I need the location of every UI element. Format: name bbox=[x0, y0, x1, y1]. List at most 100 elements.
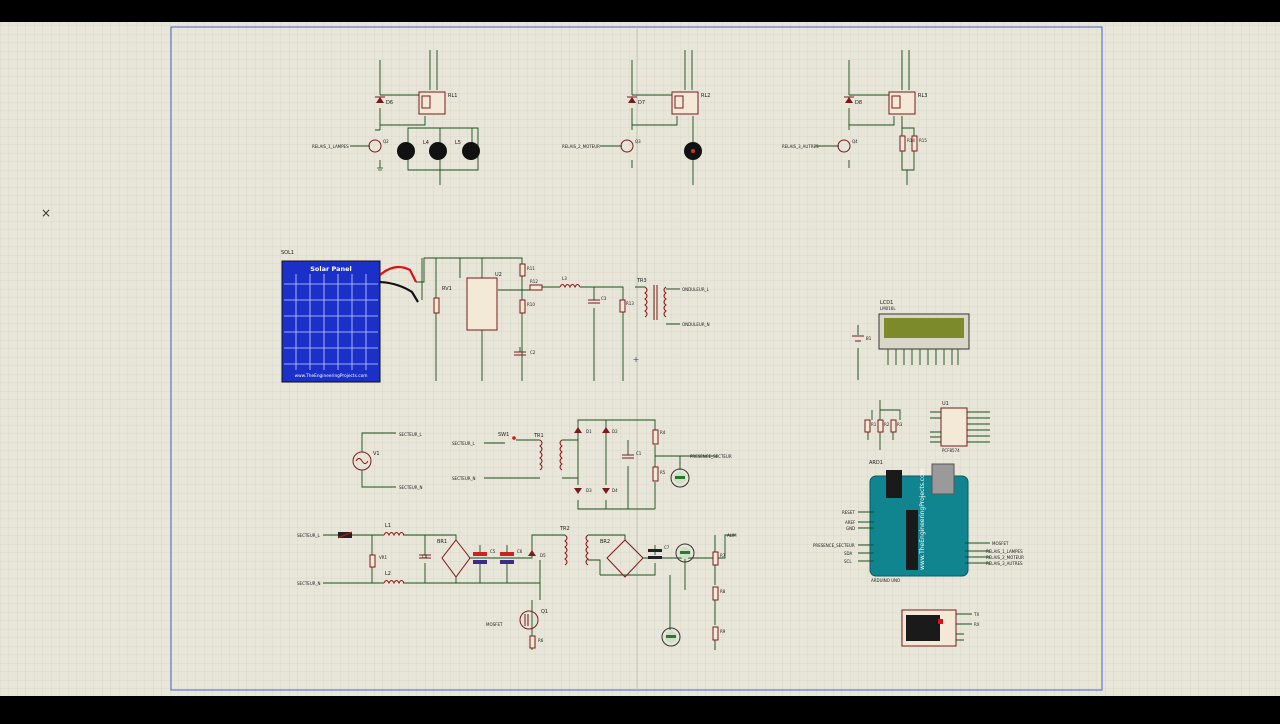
module-pin-label: RX bbox=[974, 622, 980, 627]
sense-in-n: SECTEUR_N bbox=[452, 476, 476, 481]
transistor-icon bbox=[620, 139, 634, 153]
sheet-border bbox=[170, 26, 1103, 691]
arduino-pin-label: RELAIS_3_AUTRES bbox=[986, 561, 1023, 566]
voltmeter-icon[interactable] bbox=[675, 543, 695, 563]
lamp-icon[interactable] bbox=[397, 142, 415, 160]
solar-panel[interactable] bbox=[281, 260, 381, 383]
relay1-diode-label: D6 bbox=[386, 100, 393, 106]
diode-label: D2 bbox=[612, 429, 618, 434]
bridge-rectifier-icon[interactable] bbox=[441, 539, 471, 578]
letterbox-top bbox=[0, 0, 1280, 22]
diode-icon bbox=[574, 427, 582, 433]
varistor-label: VR1 bbox=[379, 555, 388, 560]
ic-chip[interactable] bbox=[466, 277, 498, 331]
transformer-icon[interactable] bbox=[564, 534, 589, 566]
presence-label: PRESENCE_SECTEUR bbox=[690, 454, 732, 459]
relay1-load-label: L5 bbox=[455, 140, 461, 146]
resistor[interactable] bbox=[890, 419, 897, 433]
mains-sense-block[interactable]: V1 SECTEUR_L SECTEUR_N SECTEUR_L SECTEUR… bbox=[352, 419, 732, 510]
relay-block-3[interactable]: D8 RL3 Q4 RELAIS_3_AUTRES R14 R15 bbox=[782, 50, 927, 185]
relay2-input-label: RELAIS_2_MOTEUR bbox=[562, 144, 600, 149]
relay1-transistor-label: Q2 bbox=[383, 139, 389, 144]
resistor[interactable] bbox=[911, 135, 918, 152]
resistor[interactable] bbox=[619, 299, 626, 313]
relay3-input-label: RELAIS_3_AUTRES bbox=[782, 144, 819, 149]
black-lead bbox=[379, 280, 419, 303]
arduino-block[interactable]: ARD1 www.TheEngineeringProjects.com ARDU… bbox=[813, 460, 1024, 583]
letterbox-bottom bbox=[0, 696, 1280, 720]
arduino-pin-label: PRESENCE_SECTEUR bbox=[813, 543, 855, 548]
relay2-transistor-label: Q3 bbox=[635, 139, 641, 144]
io-expander-block[interactable]: U1 PCF8574 R1 R2 R3 bbox=[864, 400, 990, 453]
relay3-load-label: R15 bbox=[919, 138, 927, 143]
capacitor-icon bbox=[419, 554, 431, 559]
resistor[interactable] bbox=[877, 419, 884, 433]
transformer-icon[interactable] bbox=[644, 286, 667, 318]
usb-port bbox=[931, 463, 955, 495]
transformer-icon[interactable] bbox=[539, 439, 563, 471]
switch-icon[interactable] bbox=[512, 436, 516, 440]
resistor[interactable] bbox=[652, 429, 659, 445]
resistor-label: R3 bbox=[897, 422, 903, 427]
power-supply-block[interactable]: SECTEUR_L SECTEUR_N L1 L2 VR1 C4 BR1 C5 … bbox=[297, 523, 737, 650]
ammeter-icon[interactable] bbox=[661, 627, 681, 647]
source-n-label: SECTEUR_N bbox=[399, 485, 423, 490]
resistor[interactable] bbox=[529, 284, 543, 291]
arduino-pin-label: GND bbox=[846, 526, 855, 531]
resistor-label: R7 bbox=[720, 553, 726, 558]
serial-module-block[interactable]: TX RX bbox=[901, 609, 980, 647]
relay1-coil[interactable] bbox=[418, 91, 446, 115]
probe-meter-icon[interactable] bbox=[670, 468, 690, 488]
potentiometer[interactable] bbox=[433, 297, 440, 314]
arduino-board[interactable] bbox=[869, 475, 969, 577]
resistor-label: R8 bbox=[720, 589, 726, 594]
resistor[interactable] bbox=[712, 586, 719, 601]
resistor[interactable] bbox=[864, 419, 871, 433]
transformer-label: TR1 bbox=[533, 433, 544, 439]
resistor[interactable] bbox=[899, 135, 906, 152]
capacitor-icon[interactable] bbox=[648, 549, 662, 552]
relay2-coil[interactable] bbox=[671, 91, 699, 115]
resistor[interactable] bbox=[529, 635, 536, 649]
diode-label: D5 bbox=[540, 553, 546, 558]
inductor-icon bbox=[383, 532, 405, 537]
bridge-label: BR2 bbox=[600, 539, 610, 545]
lamp-icon[interactable] bbox=[462, 142, 480, 160]
expander-chip[interactable] bbox=[940, 407, 968, 447]
resistor[interactable] bbox=[519, 263, 526, 277]
diode-icon bbox=[628, 97, 636, 103]
bridge-label: BR1 bbox=[437, 539, 447, 545]
resistor[interactable] bbox=[652, 466, 659, 482]
lamp-icon[interactable] bbox=[429, 142, 447, 160]
module-pin-label: TX bbox=[973, 612, 979, 617]
resistor[interactable] bbox=[712, 626, 719, 641]
cap-label: C7 bbox=[664, 545, 670, 550]
arduino-pin-label: SDA bbox=[844, 551, 853, 556]
resistor[interactable] bbox=[712, 551, 719, 566]
resistor-label: R4 bbox=[660, 430, 666, 435]
alim-label: ALIM bbox=[727, 533, 737, 538]
mosfet-icon[interactable] bbox=[519, 610, 539, 630]
lcd-block[interactable]: LCD1 LM016L B1 bbox=[852, 300, 970, 380]
capacitor-icon[interactable] bbox=[500, 552, 514, 556]
transistor-icon bbox=[368, 139, 382, 153]
lcd-model: LM016L bbox=[880, 306, 896, 311]
relay3-transistor-label: Q4 bbox=[852, 139, 858, 144]
expander-ref: U1 bbox=[942, 401, 949, 407]
diode-icon bbox=[528, 550, 536, 556]
relay-block-2[interactable]: D7 RL2 Q3 RELAIS_2_MOTEUR bbox=[562, 50, 710, 185]
relay3-coil[interactable] bbox=[888, 91, 916, 115]
arduino-pin-label: SCL bbox=[844, 559, 852, 564]
solar-inverter-block[interactable]: SOL1 Solar Panel www.TheEngineeringProje… bbox=[281, 250, 710, 383]
capacitor-icon[interactable] bbox=[473, 552, 487, 556]
relay-block-1[interactable]: D6 RL1 Q2 RELAIS_1_LAMPES L4 L5 bbox=[312, 50, 480, 185]
relay3-load-label: R14 bbox=[907, 138, 915, 143]
resistor-label: R6 bbox=[538, 638, 544, 643]
varistor[interactable] bbox=[369, 554, 376, 568]
diode-icon bbox=[602, 488, 610, 494]
red-lead bbox=[379, 265, 417, 283]
bridge-rectifier-icon[interactable] bbox=[606, 539, 644, 578]
resistor[interactable] bbox=[519, 299, 526, 314]
